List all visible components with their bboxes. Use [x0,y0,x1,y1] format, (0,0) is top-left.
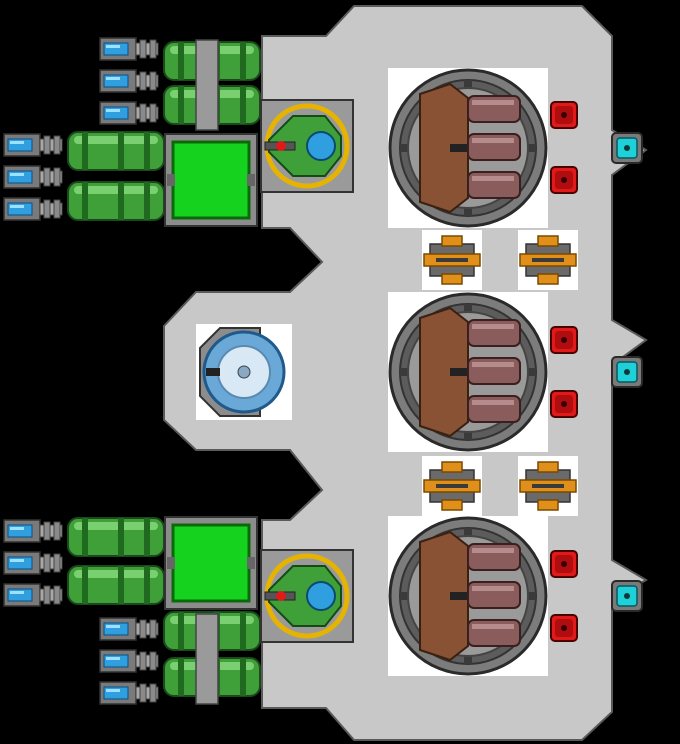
thruster-nozzle-icon-10[interactable] [99,617,159,641]
green-turret-icon-top[interactable] [261,100,353,192]
reactor-core-icon-2[interactable] [386,290,550,454]
fuel-tank-3[interactable] [67,131,165,171]
pipe-2 [195,613,219,705]
thruster-nozzle-icon-2[interactable] [99,69,159,93]
control-screen-icon-bottom[interactable] [163,515,259,611]
red-module-icon-2[interactable] [550,166,578,194]
cyan-marker-icon-1[interactable] [611,132,643,164]
shield-generator-icon[interactable] [196,324,292,420]
orange-clamp-icon-2[interactable] [517,229,579,291]
orange-clamp-icon-3[interactable] [421,455,483,517]
red-module-icon-4[interactable] [550,390,578,418]
orange-clamp-icon-1[interactable] [421,229,483,291]
thruster-nozzle-icon-7[interactable] [3,519,63,543]
orange-clamp-icon-4[interactable] [517,455,579,517]
fuel-tank-4[interactable] [67,181,165,221]
cyan-marker-icon-3[interactable] [611,580,643,612]
reactor-core-icon-1[interactable] [386,66,550,230]
thruster-nozzle-icon-4[interactable] [3,133,63,157]
thruster-nozzle-icon-8[interactable] [3,551,63,575]
green-turret-icon-bottom[interactable] [261,550,353,642]
thruster-nozzle-icon-1[interactable] [99,37,159,61]
thruster-nozzle-icon-3[interactable] [99,101,159,125]
control-screen-icon-top[interactable] [163,132,259,228]
reactor-core-icon-3[interactable] [386,514,550,678]
thruster-nozzle-icon-12[interactable] [99,681,159,705]
red-module-icon-6[interactable] [550,614,578,642]
pipe-1 [195,39,219,131]
red-module-icon-1[interactable] [550,101,578,129]
thruster-nozzle-icon-6[interactable] [3,197,63,221]
fuel-tank-5[interactable] [67,517,165,557]
thruster-nozzle-icon-5[interactable] [3,165,63,189]
thruster-nozzle-icon-9[interactable] [3,583,63,607]
thruster-nozzle-icon-11[interactable] [99,649,159,673]
red-module-icon-3[interactable] [550,326,578,354]
cyan-marker-icon-2[interactable] [611,356,643,388]
red-module-icon-5[interactable] [550,550,578,578]
fuel-tank-6[interactable] [67,565,165,605]
